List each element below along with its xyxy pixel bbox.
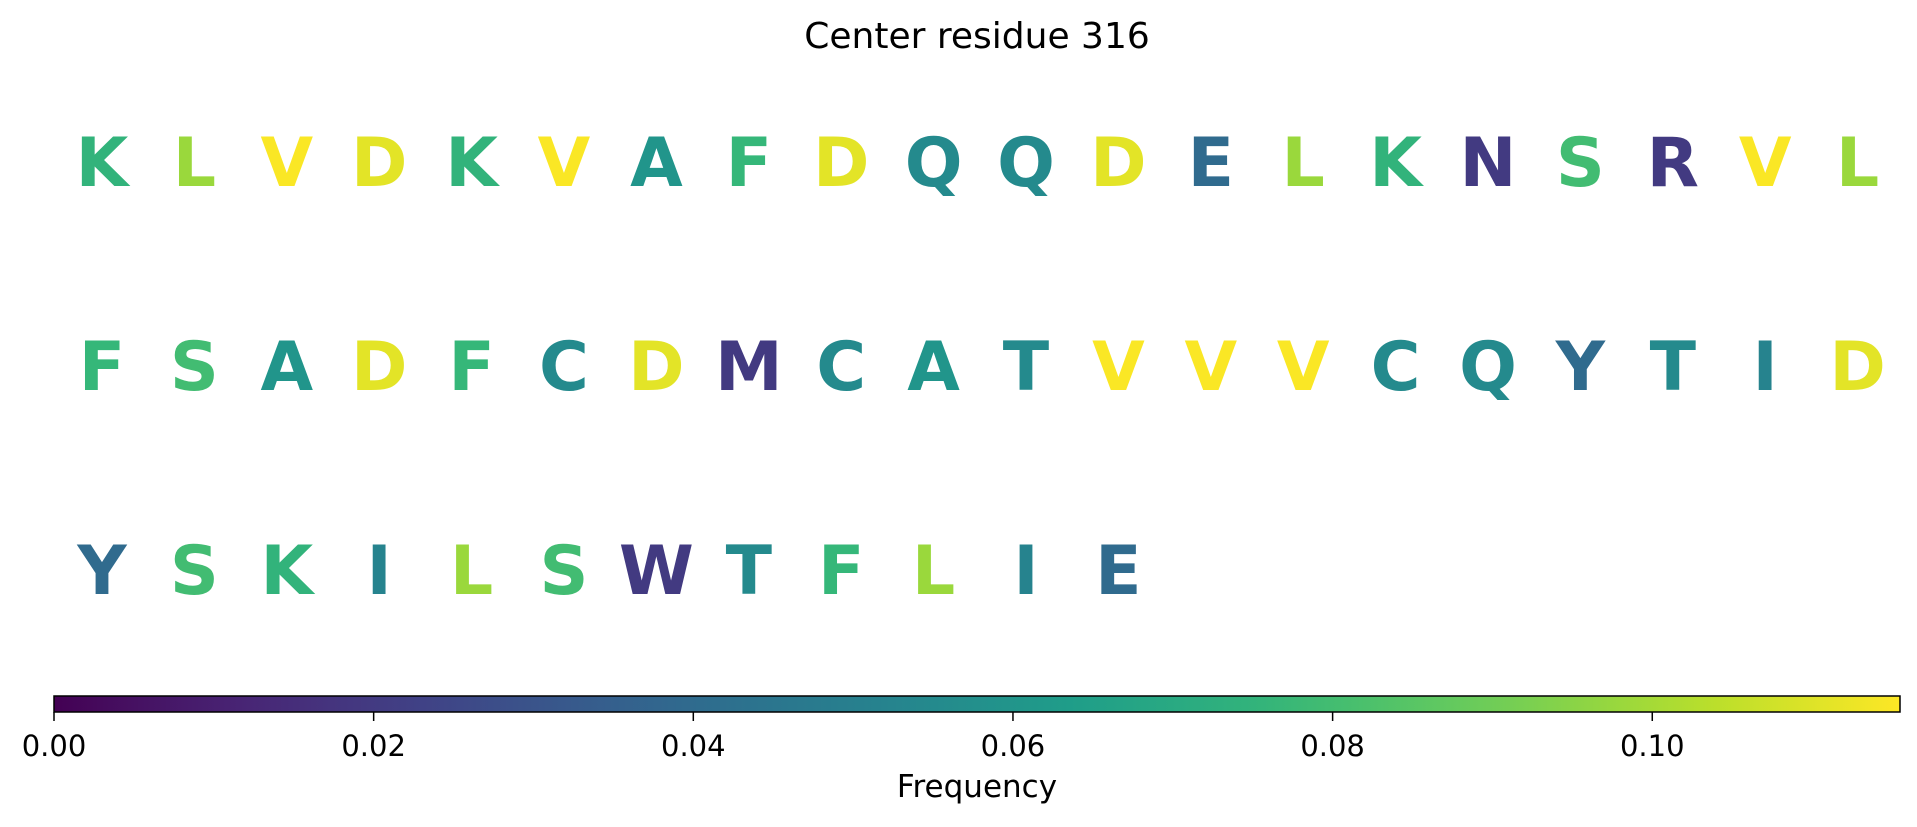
residue-letter: E (1095, 532, 1141, 611)
residue-letter: C (816, 328, 866, 407)
residue-letter: D (1090, 124, 1146, 203)
residue-letter: I (367, 532, 392, 611)
colorbar-tick-label: 0.10 (1620, 729, 1685, 763)
residue-letter: D (628, 328, 684, 407)
colorbar-gradient (53, 695, 1901, 713)
residue-letter: V (1739, 124, 1792, 203)
residue-letter: Q (905, 124, 963, 203)
residue-letter: L (173, 124, 216, 203)
residue-letter: L (912, 532, 955, 611)
residue-letter: Q (997, 124, 1055, 203)
residue-letter: W (619, 532, 694, 611)
colorbar-ticks: 0.00 0.02 0.04 0.06 0.08 0.10 (22, 712, 1685, 763)
residue-letter: S (1556, 124, 1605, 203)
residue-letter: L (450, 532, 493, 611)
residue-letter: Y (1555, 328, 1606, 407)
residue-letter: E (1188, 124, 1234, 203)
chart-title: Center residue 316 (804, 16, 1150, 57)
residue-letter: K (445, 124, 500, 203)
colorbar-tick-label: 0.06 (981, 729, 1046, 763)
residue-letter: R (1647, 124, 1699, 203)
residue-letter: T (1650, 328, 1697, 407)
residue-letter: A (907, 328, 960, 407)
residue-letter: T (726, 532, 773, 611)
residue-letter: D (351, 124, 407, 203)
colorbar-tick-label: 0.04 (661, 729, 726, 763)
residue-letter: L (1282, 124, 1325, 203)
colorbar-tick-label: 0.08 (1300, 729, 1365, 763)
colorbar-label: Frequency (897, 769, 1057, 805)
residue-letter: A (260, 328, 313, 407)
residue-letter: A (630, 124, 683, 203)
residue-letter: V (1184, 328, 1237, 407)
residue-letter: M (715, 328, 783, 407)
colorbar-tick-label: 0.02 (341, 729, 406, 763)
residue-letter: F (818, 532, 864, 611)
residue-letter: I (1753, 328, 1778, 407)
residue-letter: L (1836, 124, 1879, 203)
residue-letter: V (260, 124, 313, 203)
residue-letter: F (448, 328, 494, 407)
colorbar-tick-label: 0.00 (22, 729, 87, 763)
residue-letter: K (1369, 124, 1424, 203)
residue-letter: C (539, 328, 589, 407)
residue-letter: D (351, 328, 407, 407)
residue-letter: C (1371, 328, 1421, 407)
residue-letter: F (79, 328, 125, 407)
residue-letter: N (1460, 124, 1517, 203)
residue-letter: I (1013, 532, 1038, 611)
colorbar: 0.00 0.02 0.04 0.06 0.08 0.10 Frequency (22, 695, 1901, 805)
residue-letter: V (1277, 328, 1330, 407)
residue-letter: K (260, 532, 315, 611)
residue-letter: D (1829, 328, 1885, 407)
residue-letter: F (726, 124, 772, 203)
residue-letter: S (540, 532, 589, 611)
residue-letter: K (76, 124, 131, 203)
residue-letter: S (170, 328, 219, 407)
residue-letter: V (538, 124, 591, 203)
residue-letter: D (813, 124, 869, 203)
residue-letter: S (170, 532, 219, 611)
residue-letter: Q (1459, 328, 1517, 407)
residue-letter: T (1003, 328, 1050, 407)
residue-letter: Y (76, 532, 127, 611)
residue-letter: V (1092, 328, 1145, 407)
